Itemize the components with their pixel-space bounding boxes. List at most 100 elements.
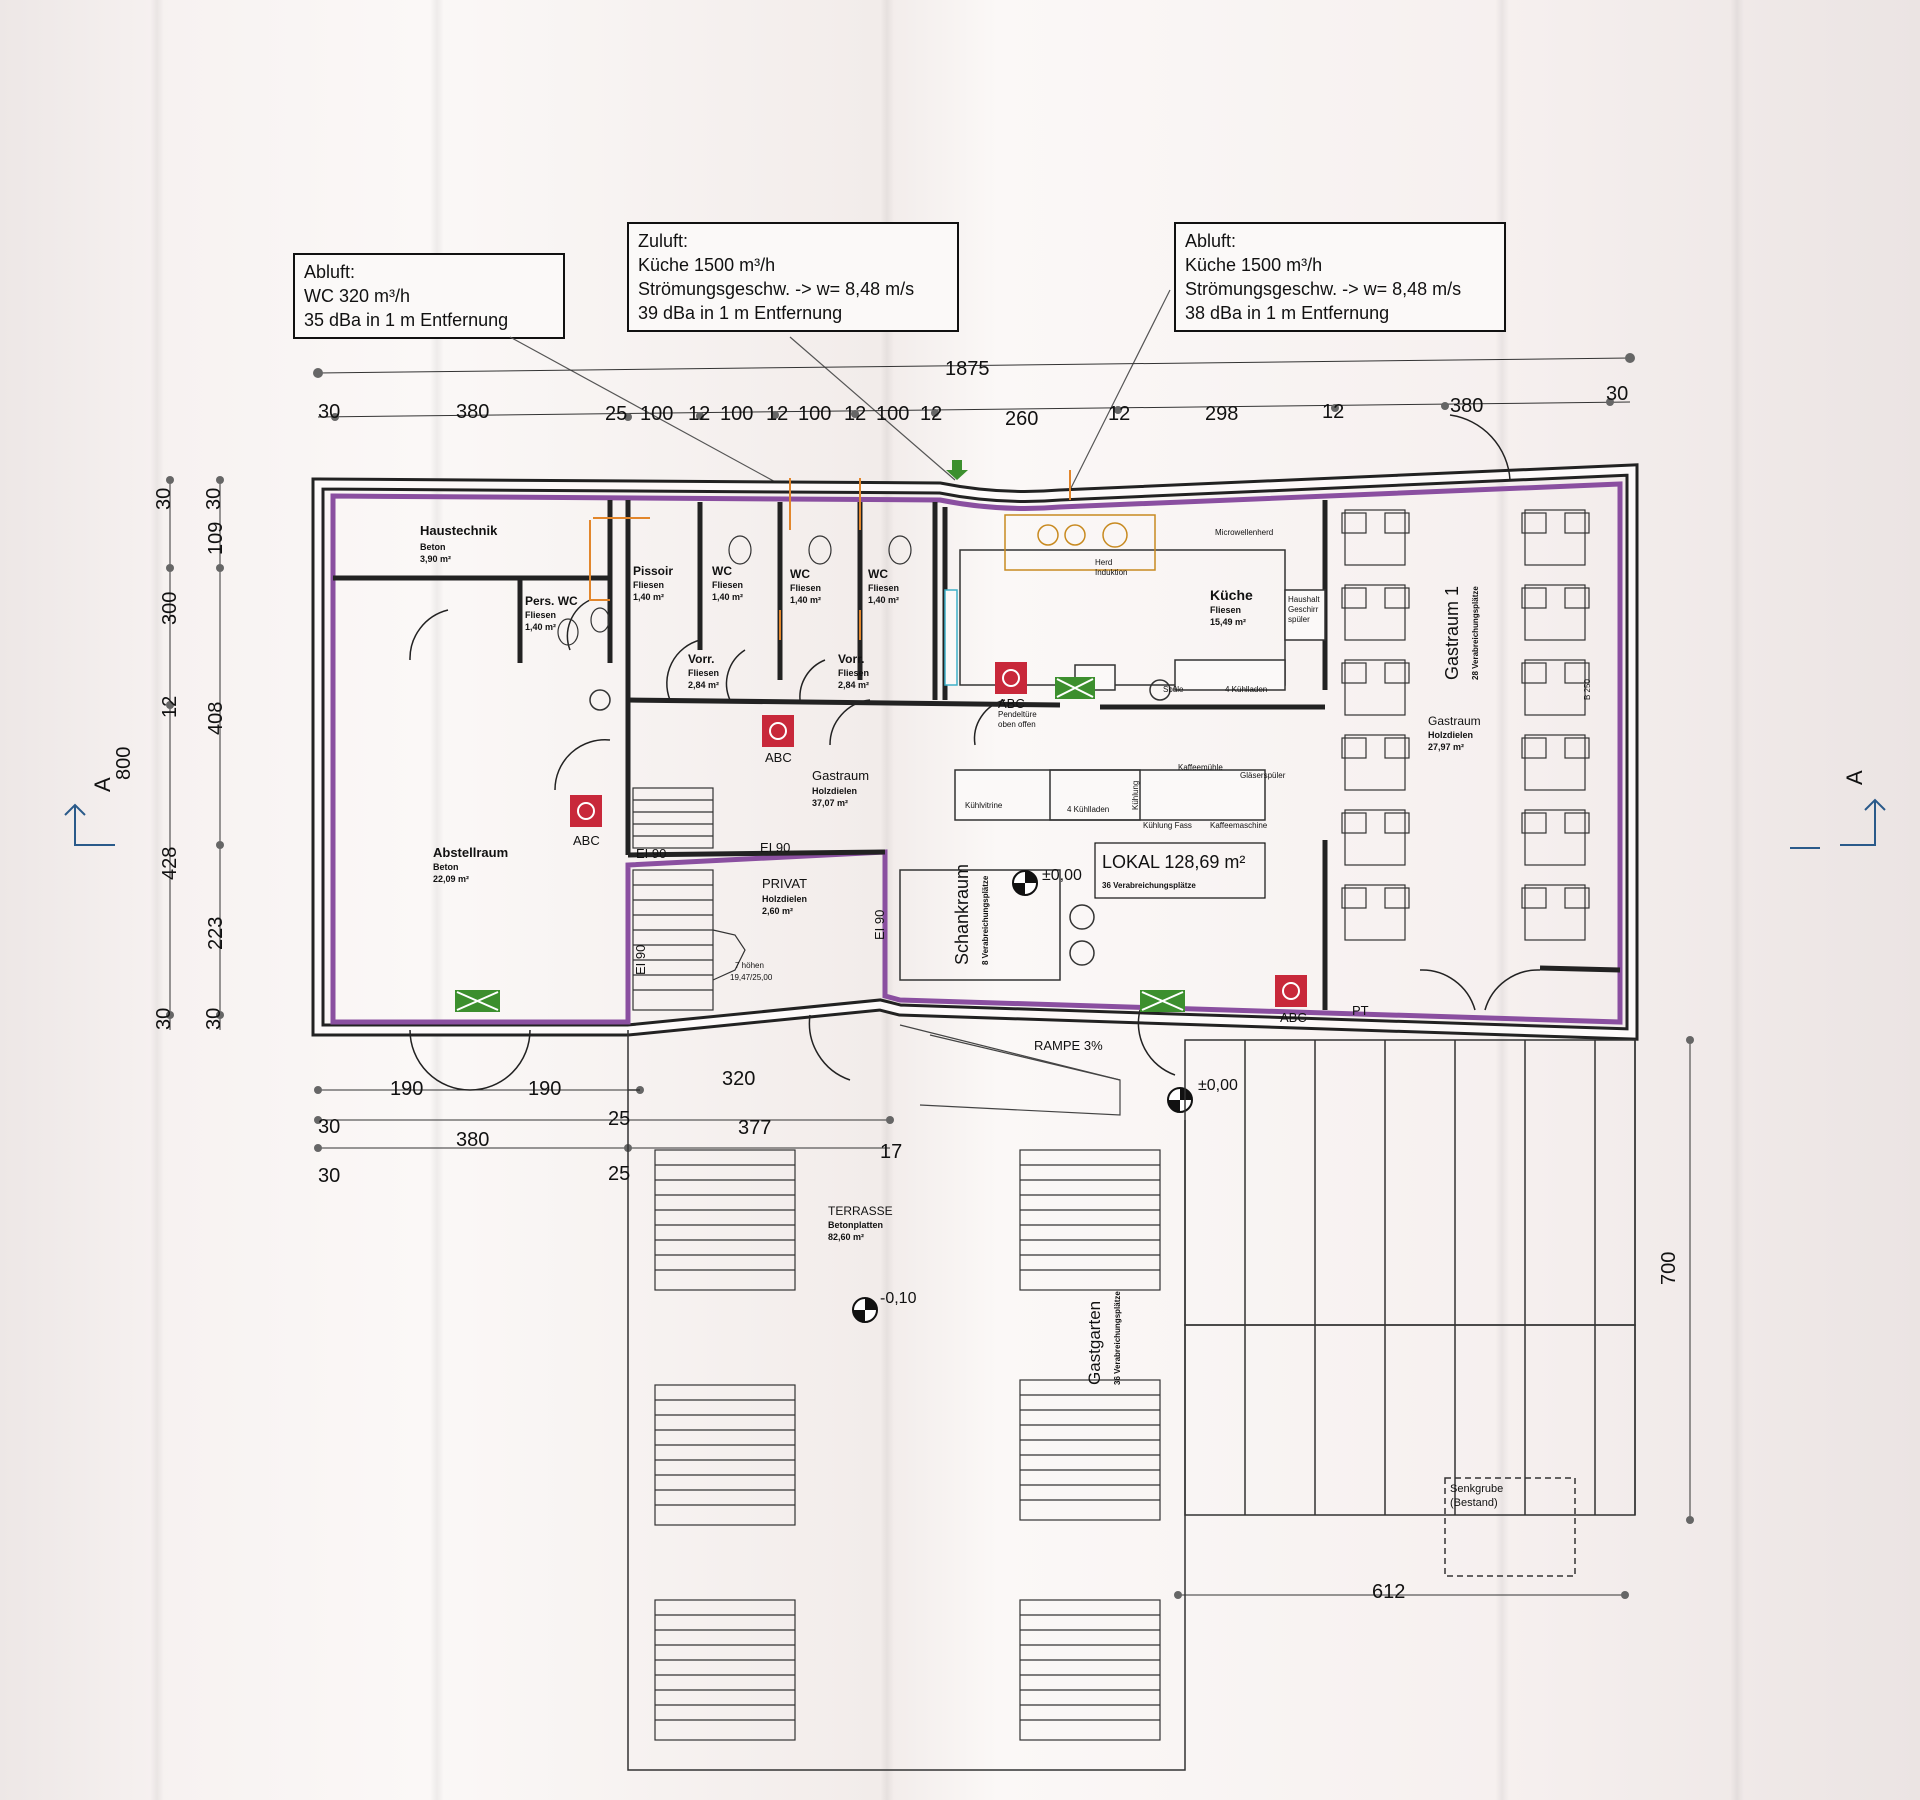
dim-left-total: 800 (113, 747, 135, 780)
note-title: Zuluft: (638, 231, 689, 251)
dim-top: 100 (798, 403, 831, 425)
chair (1521, 587, 1547, 609)
dining-table (1524, 884, 1586, 941)
dim-bottom: 320 (722, 1068, 755, 1090)
dim-bottom: 30 (318, 1116, 340, 1138)
room-name: PRIVAT (762, 876, 807, 891)
dim-top: 100 (876, 403, 909, 425)
chair (1384, 662, 1410, 684)
bench-table (654, 1149, 796, 1291)
room-sub: Fliesen (633, 580, 664, 590)
note-line: 35 dBa in 1 m Entfernung (304, 310, 509, 330)
dining-table (1524, 659, 1586, 716)
room-area: 15,49 m² (1210, 617, 1246, 627)
dim-bottom: 190 (528, 1078, 561, 1100)
note-abluft-wc: Abluft: WC 320 m³/h 35 dBa in 1 m Entfer… (293, 253, 565, 339)
room-name: Pers. WC (525, 594, 578, 608)
label: Induktion (1095, 568, 1127, 577)
fire-extinguisher-icon (570, 795, 602, 827)
room-name: Senkgrube (1450, 1483, 1503, 1495)
room-sub: Fliesen (790, 583, 821, 593)
room-name: WC (712, 564, 732, 578)
lokal-frame (1094, 842, 1266, 899)
room-area: 82,60 m² (828, 1232, 864, 1242)
bench-table (654, 1599, 796, 1741)
level-marker-icon (852, 1297, 878, 1323)
room-area: 1,40 m² (525, 622, 556, 632)
dim-top: 12 (1108, 403, 1130, 425)
cooktop (1037, 522, 1128, 548)
label: 4 Kühlladen (1225, 685, 1267, 694)
dim-right: 700 (1658, 1252, 1680, 1285)
section-marker-right-icon (1790, 798, 1886, 849)
room-labels: Haustechnik Beton 3,90 m² Pers. WC Flies… (420, 523, 1503, 1509)
chair (1384, 812, 1410, 834)
chair (1341, 737, 1367, 759)
room-name: Pissoir (633, 564, 673, 578)
chair (1564, 512, 1590, 534)
room-name: WC (790, 567, 810, 581)
bench-table (1019, 1379, 1161, 1521)
label: Gläserspüler (1240, 771, 1286, 780)
level-label: ±0,00 (1198, 1077, 1238, 1094)
dim-top: 12 (920, 403, 942, 425)
bench-table (654, 1384, 796, 1526)
chair (1564, 587, 1590, 609)
chair (1521, 737, 1547, 759)
room-area: 3,90 m² (420, 554, 451, 564)
note-line: Küche 1500 m³/h (1185, 255, 1323, 275)
note-line: 39 dBa in 1 m Entfernung (638, 303, 843, 323)
dim-total: 1875 (945, 358, 990, 380)
abc-label: ABC (1280, 1010, 1307, 1025)
misc-labels: ABC ABC ABC ABC EI 90 EI 90 EI 90 EI 90 … (90, 696, 1867, 1307)
room-sub: Fliesen (1210, 605, 1241, 615)
room-sub: Fliesen (712, 580, 743, 590)
dim-left: 12 (159, 696, 181, 718)
lokal-total: LOKAL 128,69 m² (1102, 852, 1245, 872)
label: 19,47/25,00 (730, 973, 773, 982)
chair (1384, 887, 1410, 909)
chair (1564, 887, 1590, 909)
level-label: -0,10 (880, 1290, 917, 1307)
room-seats: 36 Verabreichungsplätze (1113, 1291, 1122, 1385)
dining-table (1524, 734, 1586, 791)
dining-table (1524, 809, 1586, 866)
label: Kühlvitrine (965, 801, 1003, 810)
room-name: Gastraum (1428, 714, 1481, 728)
door-swings (409, 414, 1541, 1091)
note-line: Küche 1500 m³/h (638, 255, 776, 275)
room-sub: Holzdielen (812, 786, 857, 796)
room-seats: 8 Verabreichungsplätze (981, 875, 990, 965)
chair (1564, 662, 1590, 684)
room-sub: Betonplatten (828, 1220, 883, 1230)
room-area: 2,60 m² (762, 906, 793, 916)
chair (1341, 887, 1367, 909)
dimension-ticks (166, 353, 1694, 1599)
dim-bottom: 190 (390, 1078, 423, 1100)
note-title: Abluft: (1185, 231, 1237, 251)
room-sub: Beton (433, 862, 459, 872)
chair (1384, 737, 1410, 759)
note-title: Abluft: (304, 262, 356, 282)
lokal-seats: 36 Verabreichungsplätze (1102, 881, 1196, 890)
label: Kühlung Fass (1143, 821, 1192, 830)
dim-left: 30 (203, 1008, 225, 1030)
room-sub: (Bestand) (1450, 1497, 1498, 1509)
dim-left: 223 (205, 917, 227, 950)
dim-top: 100 (640, 403, 673, 425)
fire-extinguisher-icon (1275, 975, 1307, 1007)
chair (1341, 512, 1367, 534)
exterior-walls (311, 463, 1639, 1041)
label: 7 höhen (735, 961, 764, 970)
exit-sign-icon (1140, 990, 1185, 1012)
dim-bottom: 30 (318, 1165, 340, 1187)
dim-top: 380 (1450, 395, 1483, 417)
section-marker-left-icon (64, 803, 115, 846)
room-name: Gastraum 1 (1442, 586, 1462, 680)
ventilation-ducts (589, 470, 1071, 640)
room-name: Haustechnik (420, 523, 498, 538)
room-name: Abstellraum (433, 845, 508, 860)
label: Haushalt (1288, 595, 1320, 604)
dim-bottom: 377 (738, 1117, 771, 1139)
supply-air-arrow-icon (946, 460, 968, 480)
